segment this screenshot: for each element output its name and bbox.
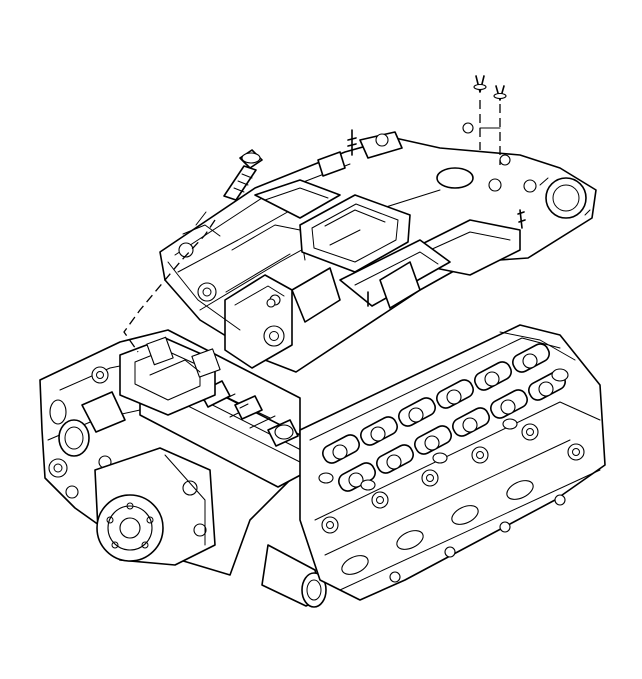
bolt-drawing [223, 149, 263, 201]
intake-manifold-drawing [159, 122, 597, 373]
bolt-guide-tick [195, 211, 207, 226]
cylinder-head-drawing [299, 324, 606, 601]
engine-block-drawing [39, 329, 327, 608]
alignment-line-bolt [123, 219, 216, 353]
stud-drawing [473, 75, 507, 101]
rocker-arms-drawing [318, 331, 576, 492]
